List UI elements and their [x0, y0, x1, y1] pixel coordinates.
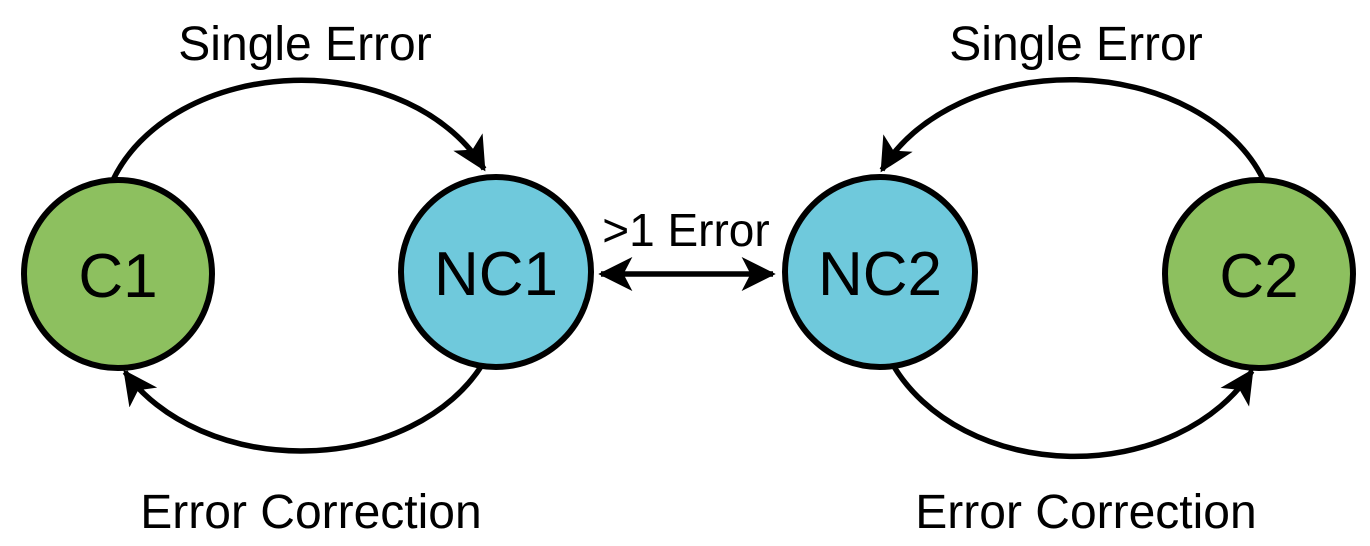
arrow-single-error-right — [879, 76, 1266, 181]
state-nc1-circle — [398, 174, 594, 370]
state-c2-label: C2 — [1219, 242, 1298, 311]
state-nc2-label: NC2 — [818, 240, 942, 309]
label-gt1-error: >1 Error — [602, 204, 769, 256]
state-c1-label: C1 — [78, 242, 157, 311]
arrow-single-error-left — [110, 77, 487, 182]
arrow-error-correction-left — [122, 363, 485, 454]
state-nc1-label: NC1 — [434, 240, 558, 309]
label-error-correction-left: Error Correction — [140, 486, 481, 539]
arrow-error-correction-right — [890, 363, 1255, 460]
label-single-error-left: Single Error — [178, 18, 431, 71]
state-c1-circle — [21, 177, 215, 371]
state-c2-circle — [1162, 177, 1356, 371]
label-single-error-right: Single Error — [949, 18, 1202, 71]
label-error-correction-right: Error Correction — [915, 486, 1256, 539]
state-nc2-circle — [782, 174, 978, 370]
